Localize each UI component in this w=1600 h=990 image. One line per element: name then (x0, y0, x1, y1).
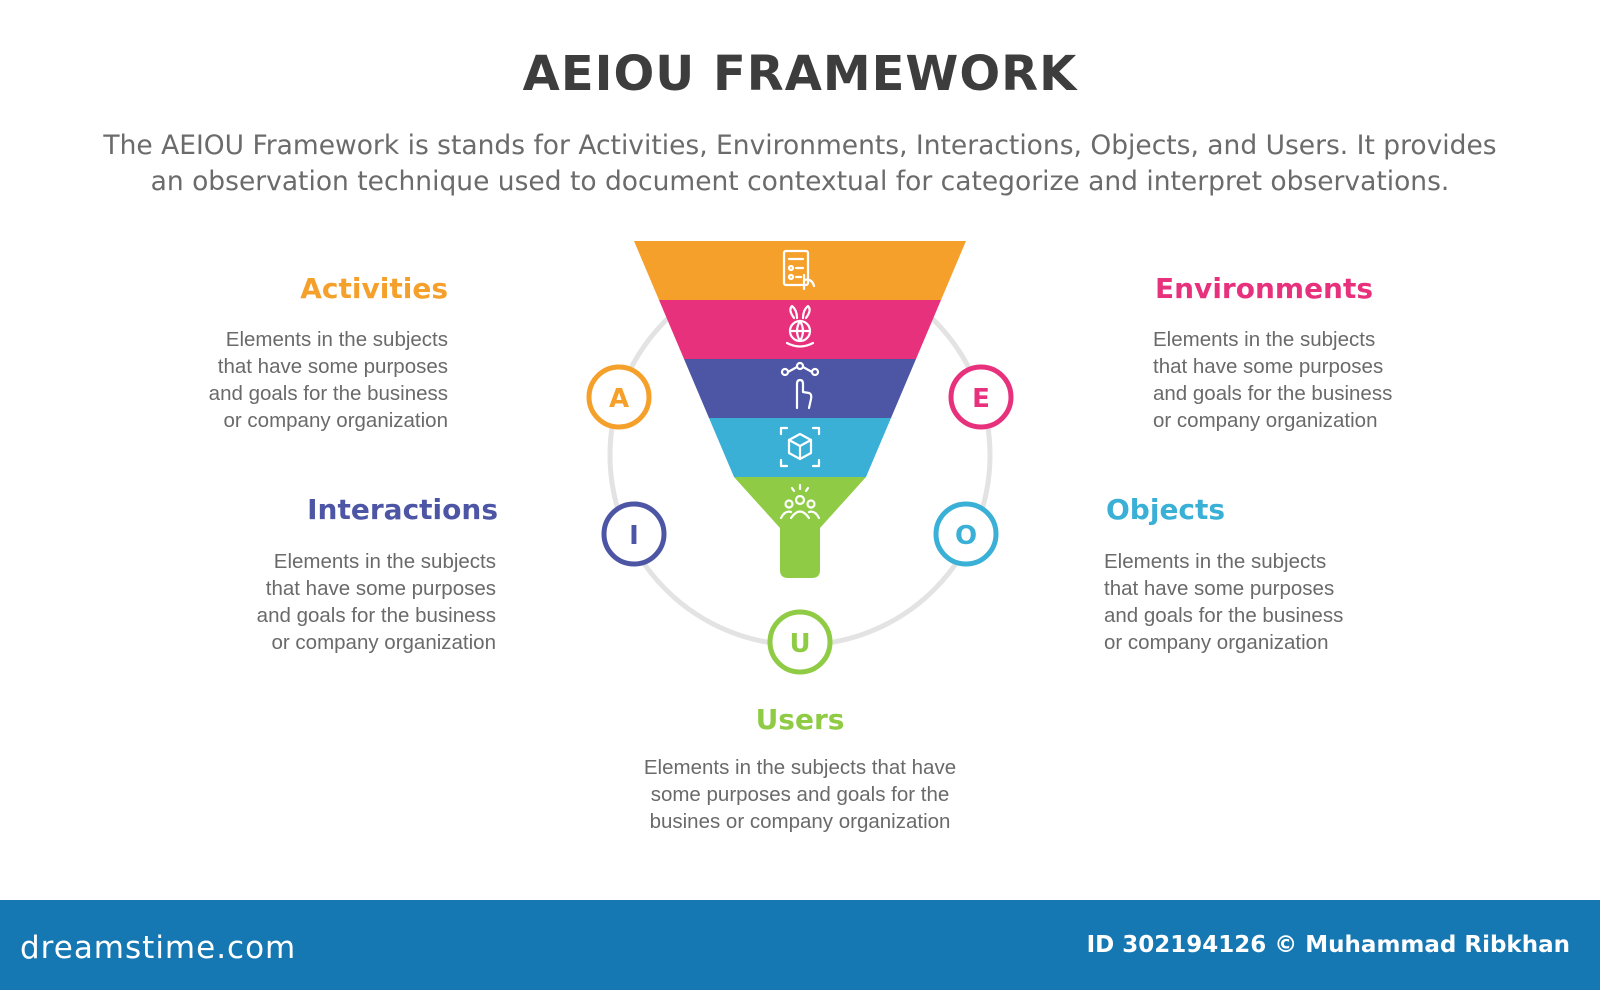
interactions-description: Elements in the subjects that have some … (257, 548, 496, 656)
badge-o-letter: O (955, 521, 977, 551)
aeiou-funnel-diagram: A E I O U (586, 241, 1014, 675)
activities-description: Elements in the subjects that have some … (209, 326, 448, 434)
funnel-band-environments (659, 300, 941, 359)
activities-desc-line: and goals for the business (208, 382, 448, 405)
objects-desc-line: and goals for the business (1104, 604, 1344, 627)
interactions-heading: Interactions (307, 493, 498, 526)
badge-i: I (601, 501, 667, 567)
users-heading: Users (755, 703, 845, 736)
objects-description: Elements in the subjects that have some … (1104, 548, 1343, 656)
badge-u: U (767, 609, 833, 675)
funnel-band-interactions (684, 359, 916, 418)
badge-o: O (933, 501, 999, 567)
funnel-band-users (734, 477, 866, 578)
activities-desc-line: that have some purposes (217, 355, 448, 378)
interactions-desc-line: Elements in the subjects (273, 550, 496, 573)
badge-e: E (948, 364, 1014, 430)
badge-u-letter: U (789, 629, 810, 659)
users-desc-line: Elements in the subjects that have (643, 756, 957, 779)
badge-a-letter: A (609, 384, 629, 414)
badge-e-letter: E (972, 384, 990, 414)
subtitle-line-1: The AEIOU Framework is stands for Activi… (103, 130, 1497, 161)
cube-scan-icon (779, 426, 821, 468)
footer-logo: dreamstime.com (20, 930, 297, 966)
team-icon (779, 483, 821, 520)
users-desc-line: busines or company organization (649, 810, 951, 833)
environments-heading: Environments (1155, 272, 1374, 305)
environments-desc-line: Elements in the subjects (1153, 328, 1376, 351)
badge-a: A (586, 364, 652, 430)
objects-desc-line: that have some purposes (1104, 577, 1335, 600)
interactions-desc-line: or company organization (271, 631, 497, 654)
activities-heading: Activities (300, 272, 448, 305)
footer-credit: ID 302194126 © Muhammad Ribkhan (1086, 932, 1570, 958)
environments-desc-line: that have some purposes (1153, 355, 1384, 378)
funnel-band-activities (634, 241, 966, 300)
environments-desc-line: and goals for the business (1153, 382, 1393, 405)
environments-desc-line: or company organization (1153, 409, 1378, 432)
objects-desc-line: Elements in the subjects (1104, 550, 1327, 573)
page-title: AEIOU FRAMEWORK (522, 46, 1078, 102)
checklist-icon (782, 249, 816, 291)
globe-hand-icon (785, 304, 815, 348)
activities-desc-line: Elements in the subjects (225, 328, 448, 351)
users-desc-line: some purposes and goals for the (650, 783, 950, 806)
interactions-desc-line: that have some purposes (265, 577, 496, 600)
activities-desc-line: or company organization (223, 409, 449, 432)
page-subtitle: The AEIOU Framework is stands for Activi… (60, 128, 1540, 200)
users-description: Elements in the subjects that have some … (550, 754, 1050, 835)
environments-description: Elements in the subjects that have some … (1153, 326, 1392, 434)
objects-heading: Objects (1106, 493, 1226, 526)
subtitle-line-2: an observation technique used to documen… (150, 166, 1450, 197)
touch-network-icon (780, 361, 820, 410)
badge-i-letter: I (629, 521, 639, 551)
interactions-desc-line: and goals for the business (256, 604, 496, 627)
watermark-footer (0, 900, 1600, 990)
objects-desc-line: or company organization (1104, 631, 1329, 654)
